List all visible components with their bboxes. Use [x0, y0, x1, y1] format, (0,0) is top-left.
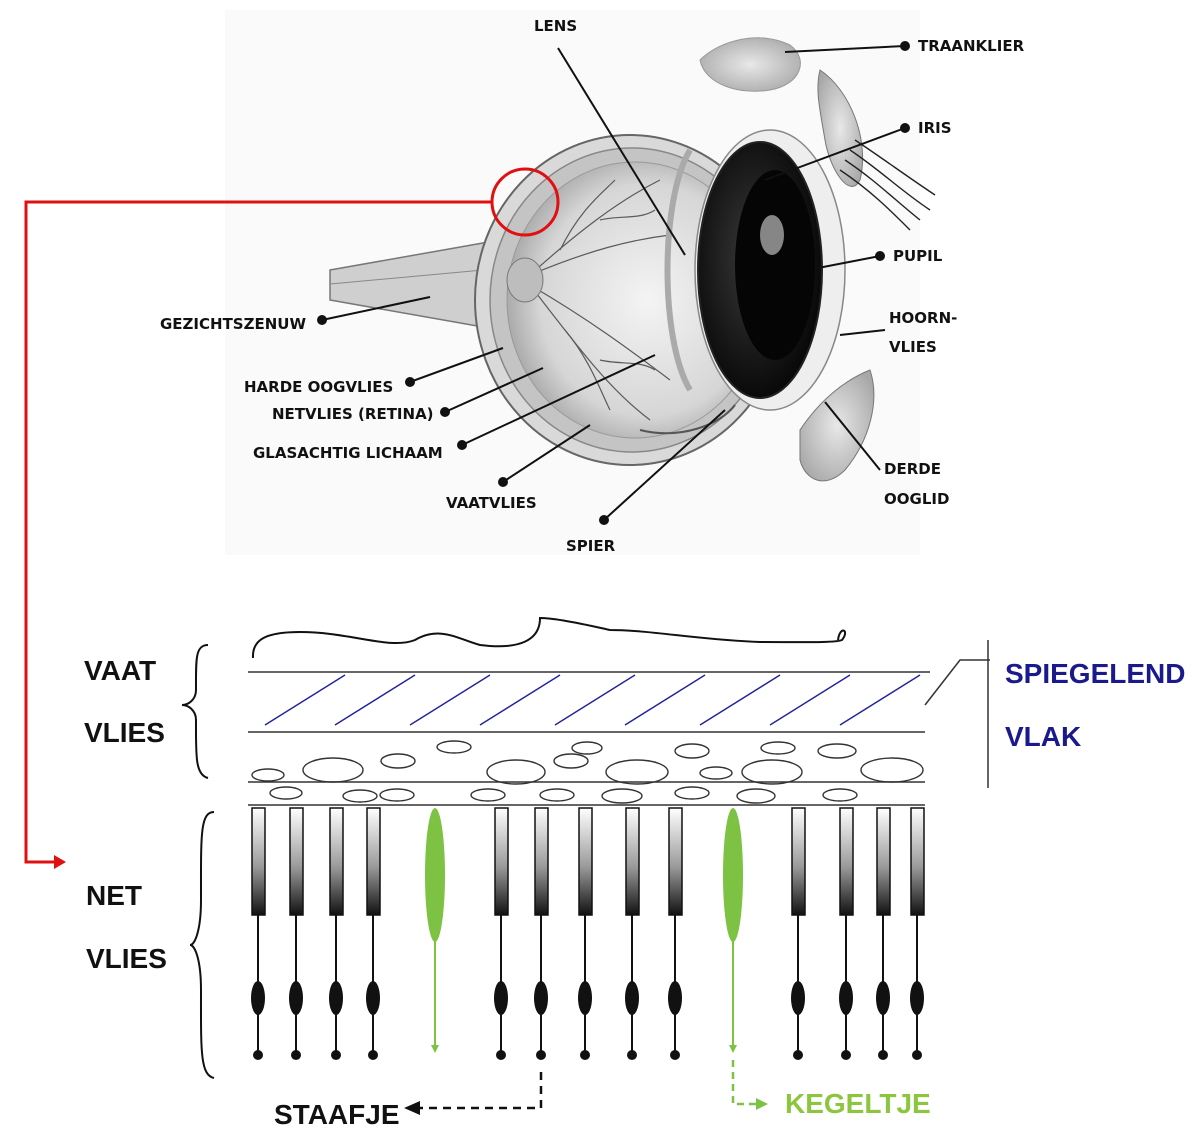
- rod-cell: [876, 807, 891, 1060]
- label-glasachtig-lichaam: GLASACHTIG LICHAAM: [253, 444, 443, 462]
- cell: [269, 786, 303, 800]
- label-hoornvlies-2: VLIES: [889, 338, 937, 356]
- vaatvlies-brace: [181, 644, 209, 779]
- label-spiegelend: SPIEGELEND: [1005, 658, 1185, 689]
- hatch-line: [264, 674, 346, 726]
- cell: [817, 743, 857, 759]
- cell: [674, 743, 710, 759]
- staafje-arrow: [404, 1072, 543, 1115]
- leader-lines: [321, 45, 906, 521]
- label-derde-ooglid-2: OOGLID: [884, 490, 949, 508]
- pupil-shape: [735, 170, 815, 360]
- lens-shape: [664, 148, 693, 392]
- label-derde-ooglid-1: DERDE: [884, 460, 941, 478]
- hatch-line: [699, 674, 781, 726]
- rod-cell: [366, 807, 381, 1060]
- rod-cell: [251, 807, 266, 1060]
- rod-cell: [839, 807, 854, 1060]
- label-netvlies-retina: NETVLIES (RETINA): [272, 405, 434, 423]
- cone-cell: [425, 808, 445, 1053]
- choroid-top-outline: [251, 616, 847, 659]
- cell: [342, 789, 378, 803]
- cell: [379, 788, 415, 802]
- cell: [251, 768, 285, 782]
- cell: [571, 741, 603, 755]
- label-vlak: VLAK: [1005, 721, 1081, 752]
- rod-cell: [578, 807, 593, 1060]
- label-vlies-top: VLIES: [84, 717, 165, 748]
- hatch-line: [479, 674, 561, 726]
- label-spier: SPIER: [566, 537, 616, 555]
- label-staafje: STAAFJE: [274, 1099, 400, 1130]
- hatch-line: [409, 674, 491, 726]
- cell: [486, 759, 546, 785]
- label-lens: LENS: [534, 17, 577, 35]
- cell: [302, 757, 364, 783]
- retina-cross-section: VAAT VLIES NET VLIES SPIEGELEND VLAK STA…: [84, 616, 1185, 1130]
- netvlies-brace: [189, 811, 215, 1079]
- lacrimal-gland-shape: [699, 37, 801, 92]
- label-net: NET: [86, 880, 142, 911]
- red-connector-arrow: [24, 200, 493, 869]
- cell: [674, 786, 710, 800]
- label-gezichtszenuw: GEZICHTSZENUW: [160, 315, 306, 333]
- cell: [822, 788, 858, 802]
- label-traanklier: TRAANKLIER: [918, 37, 1025, 55]
- kegeltje-arrow: [731, 1060, 768, 1110]
- cell: [760, 741, 796, 755]
- eyelashes: [839, 139, 936, 231]
- cell: [699, 766, 733, 780]
- cell: [741, 759, 803, 785]
- hatch-line: [769, 674, 851, 726]
- label-harde-oogvlies: HARDE OOGVLIES: [244, 378, 393, 396]
- hatch-line: [554, 674, 636, 726]
- cell: [736, 788, 776, 804]
- rod-cell: [494, 807, 509, 1060]
- lower-eyelid-shape: [799, 369, 875, 482]
- spiegelend-pointer: [924, 659, 990, 706]
- rod-cell: [625, 807, 640, 1060]
- label-hoornvlies-1: HOORN-: [889, 309, 957, 327]
- label-vaatvlies: VAATVLIES: [446, 494, 537, 512]
- cell: [860, 757, 924, 783]
- hatch-line: [334, 674, 416, 726]
- label-iris: IRIS: [918, 119, 952, 137]
- rod-cell: [791, 807, 806, 1060]
- cell: [436, 740, 472, 754]
- cone-cell: [723, 808, 743, 1053]
- layer-lines: [248, 671, 930, 806]
- rod-cell: [329, 807, 344, 1060]
- label-pupil: PUPIL: [893, 247, 943, 265]
- hatch-line: [839, 674, 921, 726]
- rod-cell: [668, 807, 683, 1060]
- rod-cell: [289, 807, 304, 1060]
- cell: [605, 759, 669, 785]
- retinal-vessels: [529, 179, 671, 421]
- label-vlies-bottom: VLIES: [86, 943, 167, 974]
- photoreceptors: [251, 807, 925, 1060]
- rod-cell: [910, 807, 925, 1060]
- rod-cell: [534, 807, 549, 1060]
- cell: [380, 753, 416, 769]
- cell: [601, 788, 643, 804]
- label-kegeltje: KEGELTJE: [785, 1088, 931, 1119]
- leader-dots: [317, 41, 910, 525]
- tapetum-hatching: [264, 674, 921, 726]
- label-vaat: VAAT: [84, 655, 156, 686]
- cell: [470, 788, 506, 802]
- choroid-cells: [251, 740, 924, 804]
- cell: [539, 788, 575, 802]
- hatch-line: [624, 674, 706, 726]
- upper-eyelid-shape: [817, 69, 864, 187]
- eye-illustration: LENS TRAANKLIER IRIS PUPIL HOORN- VLIES …: [160, 10, 1025, 555]
- cell: [553, 753, 589, 769]
